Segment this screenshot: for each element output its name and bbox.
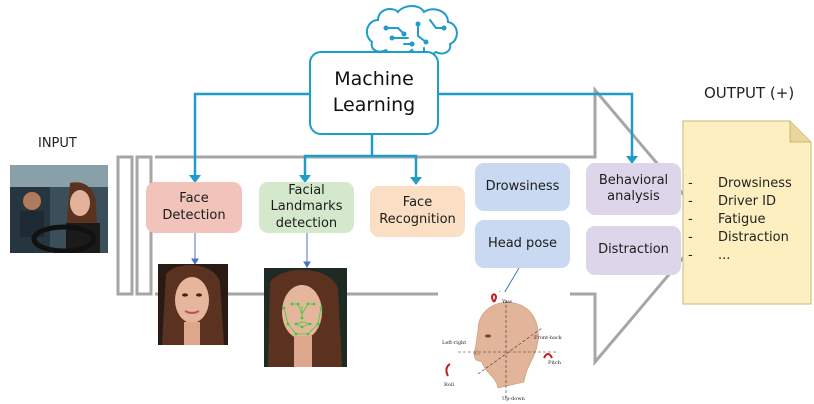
yaw-label: Yaw	[501, 299, 513, 305]
output-item: - Fatigue	[688, 212, 792, 230]
front-back-label: Front-back	[534, 335, 563, 341]
output-item: -...	[688, 248, 792, 266]
up-down-label: Up-down	[502, 396, 526, 402]
machine-learning-box: Machine Learning	[309, 51, 439, 135]
input-label: INPUT	[38, 136, 77, 151]
face-detection-box: Face Detection	[146, 182, 242, 233]
distraction-box: Distraction	[586, 226, 681, 275]
connector-arrowheads	[189, 156, 638, 185]
output-item-text: Fatigue	[718, 212, 766, 227]
output-item-dash: -	[688, 248, 693, 263]
pitch-label: Pitch	[548, 360, 562, 366]
output-item-dash: -	[688, 212, 693, 227]
head-pose-axis-labels: Yaw Front-back Left-right Pitch Roll Up-…	[442, 299, 563, 402]
output-item-dash: -	[688, 230, 693, 245]
output-item: - Driver ID	[688, 194, 792, 212]
left-right-label: Left-right	[442, 340, 466, 346]
face-detection-crop	[158, 264, 228, 345]
output-note	[682, 120, 812, 305]
driver-cabin-photo	[10, 165, 108, 253]
output-item-text: Driver ID	[718, 194, 776, 209]
head-pose-illustration	[438, 292, 570, 402]
ml-connectors	[193, 92, 634, 178]
drowsiness-box: Drowsiness	[475, 163, 570, 211]
output-item: - Drowsiness	[688, 176, 792, 194]
face-recognition-box: Face Recognition	[370, 186, 465, 237]
facial-landmarks-box: Facial Landmarks detection	[259, 182, 354, 233]
facial-landmarks-crop	[264, 268, 347, 367]
roll-label: Roll	[444, 382, 454, 388]
output-item-text: ...	[718, 248, 731, 263]
input-gate-bar-left	[116, 155, 134, 296]
output-list: - Drowsiness - Driver ID - Fatigue - Distractio…	[688, 176, 792, 266]
output-item-dash: -	[688, 194, 693, 209]
output-item-dash: -	[688, 176, 693, 191]
output-item-text: Drowsiness	[718, 176, 792, 191]
image-pointers	[191, 233, 520, 300]
output-item: - Distraction	[688, 230, 792, 248]
behavioral-analysis-box: Behavioral analysis	[586, 163, 681, 215]
output-label: OUTPUT (+)	[704, 84, 795, 102]
head-pose-box: Head pose	[475, 220, 570, 268]
output-item-text: Distraction	[718, 230, 789, 245]
